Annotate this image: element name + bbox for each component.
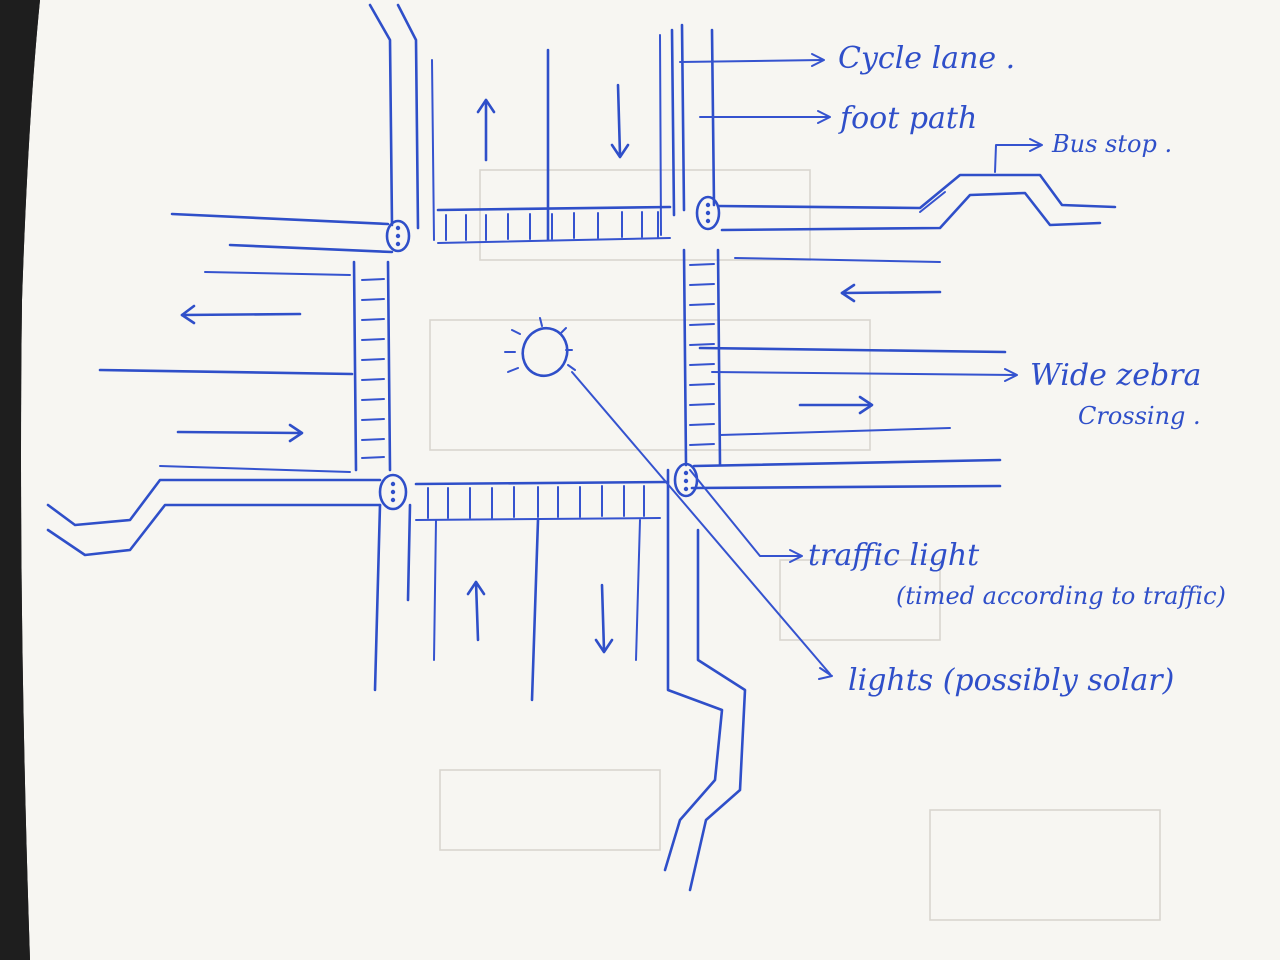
label-cycle-lane: Cycle lane . — [838, 41, 1015, 76]
label-wide-zebra-2: Crossing . — [1078, 402, 1201, 430]
label-traffic-light: traffic light — [808, 538, 980, 573]
label-wide-zebra-1: Wide zebra — [1030, 358, 1201, 393]
label-traffic-light-note: (timed according to traffic) — [896, 582, 1226, 610]
label-bus-stop: Bus stop . — [1051, 130, 1172, 158]
label-foot-path: foot path — [838, 101, 977, 136]
label-lights: lights (possibly solar) — [848, 663, 1174, 698]
